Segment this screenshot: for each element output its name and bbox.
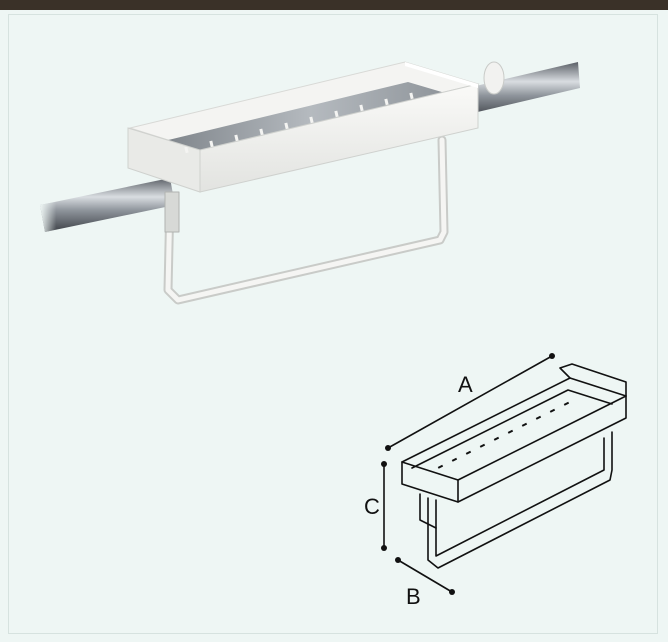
dimension-label-b: B: [406, 584, 421, 609]
perforation-slots: [184, 92, 414, 154]
dimension-label-c: C: [364, 494, 380, 519]
diagram-slots: [437, 401, 570, 469]
dimension-b: B: [395, 557, 455, 609]
towel-bar: [163, 135, 449, 305]
shelf-outline: [401, 363, 627, 569]
dimension-a: A: [385, 353, 555, 451]
dimension-label-a: A: [458, 372, 473, 397]
rail-left: [40, 178, 175, 232]
rail-right: [450, 61, 580, 118]
dimension-c: C: [364, 461, 387, 551]
header-bar: [0, 0, 668, 10]
panel-border: [8, 14, 658, 634]
shelf-tray: [127, 61, 480, 193]
